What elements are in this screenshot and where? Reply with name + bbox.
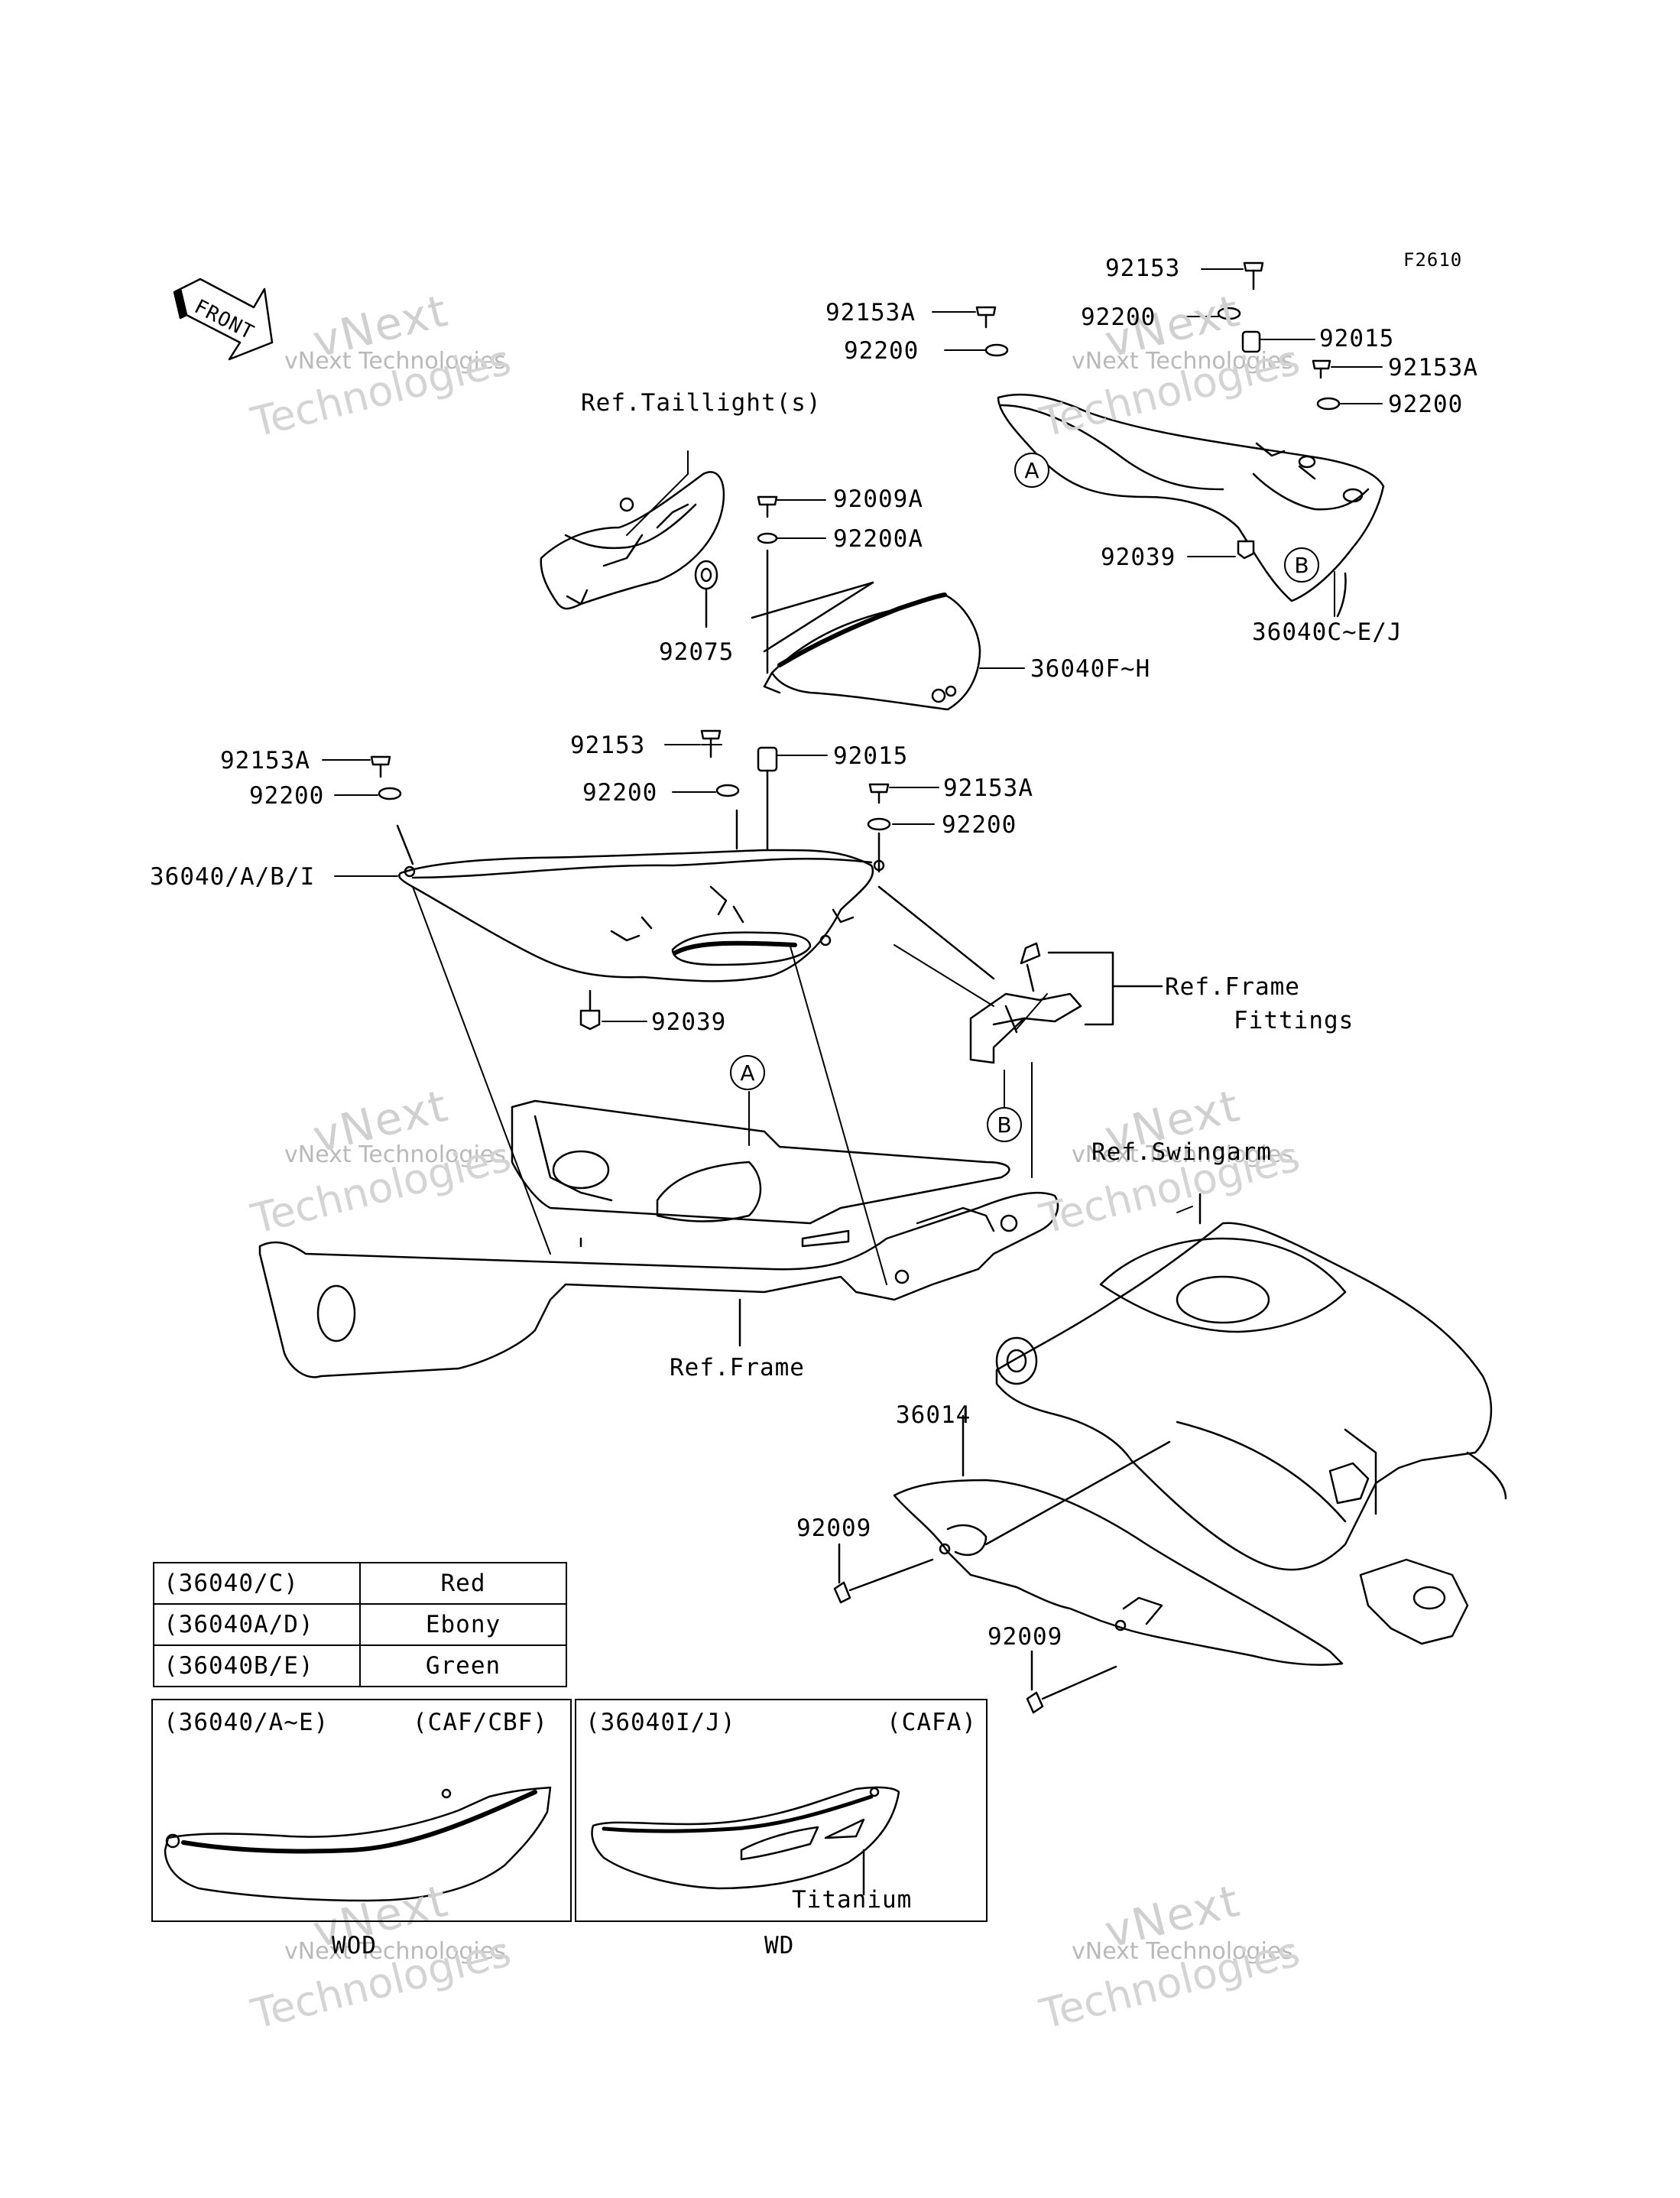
part-label: 92200 bbox=[1388, 391, 1464, 418]
part-label: 36040F~H bbox=[1030, 655, 1151, 683]
part-label: 92015 bbox=[833, 742, 909, 770]
callout-a: A bbox=[730, 1055, 765, 1090]
part-label: 92153A bbox=[220, 747, 310, 774]
part-label: 92200 bbox=[249, 782, 325, 810]
variant-cover-a bbox=[164, 1786, 552, 1902]
frame-fittings-part bbox=[969, 942, 1163, 1064]
part-label: 92153 bbox=[1105, 255, 1181, 282]
ref-label: Ref.Frame bbox=[1165, 973, 1300, 1001]
part-label: 36040/A/B/I bbox=[150, 863, 316, 891]
watermark-text: vNext Technologies bbox=[1072, 348, 1293, 375]
color-table: (36040/C) Red (36040A/D) Ebony (36040B/E… bbox=[153, 1562, 567, 1687]
table-row: (36040/C) Red bbox=[153, 1562, 567, 1605]
figure-code: F2610 bbox=[1403, 249, 1463, 271]
watermark-text: vNext Technologies bbox=[1072, 1938, 1293, 1965]
part-label: 92200A bbox=[833, 525, 923, 553]
variant-model: (CAFA) bbox=[887, 1709, 977, 1736]
hardware-screws bbox=[370, 261, 1341, 1714]
table-row: (36040B/E) Green bbox=[153, 1644, 567, 1687]
part-label: 92200 bbox=[942, 811, 1017, 839]
rear-cowl-part bbox=[997, 393, 1385, 618]
watermark-text: vNext Technologies bbox=[1072, 1141, 1293, 1168]
variant-caption: WD bbox=[764, 1932, 795, 1959]
watermark-text: vNext Technologies bbox=[284, 348, 506, 375]
part-label: 92200 bbox=[1081, 304, 1156, 331]
watermark-text: vNext Technologies bbox=[284, 1938, 506, 1965]
part-label: 36040C~E/J bbox=[1252, 618, 1403, 646]
part-label: 92009A bbox=[833, 485, 923, 513]
side-cover-part bbox=[398, 849, 885, 982]
color-code-cell: (36040/C) bbox=[153, 1562, 361, 1605]
ref-label: Fittings bbox=[1234, 1007, 1354, 1034]
part-label: 92153A bbox=[825, 299, 916, 326]
color-name-cell: Green bbox=[359, 1644, 567, 1687]
variant-note: Titanium bbox=[792, 1886, 913, 1914]
color-name-cell: Red bbox=[359, 1562, 567, 1605]
part-label: 92039 bbox=[651, 1008, 727, 1036]
ref-label: Ref.Taillight(s) bbox=[581, 389, 822, 417]
part-label: 92009 bbox=[988, 1623, 1063, 1651]
part-label: 92015 bbox=[1319, 325, 1395, 352]
part-label: 92039 bbox=[1101, 544, 1176, 571]
part-label: 92200 bbox=[844, 337, 919, 365]
callout-b: B bbox=[987, 1107, 1022, 1142]
variant-box-a bbox=[151, 1699, 572, 1922]
color-code-cell: (36040B/E) bbox=[153, 1644, 361, 1687]
callout-a: A bbox=[1014, 453, 1049, 488]
part-label: 92075 bbox=[659, 638, 735, 666]
swingarm-part bbox=[995, 1193, 1507, 1645]
part-label: 92153 bbox=[570, 732, 646, 759]
front-arrow-icon bbox=[173, 278, 274, 361]
variant-code: (36040/A~E) bbox=[164, 1709, 329, 1736]
variant-model: (CAF/CBF) bbox=[413, 1709, 548, 1736]
watermark-text: vNext Technologies bbox=[284, 1141, 506, 1168]
callout-b: B bbox=[1284, 547, 1319, 583]
taillight-part bbox=[540, 471, 725, 610]
center-cover-part bbox=[751, 581, 981, 711]
variant-box-b bbox=[575, 1699, 988, 1922]
ref-label: Ref.Swingarm bbox=[1091, 1138, 1272, 1166]
variant-cover-b bbox=[591, 1786, 900, 1896]
table-row: (36040A/D) Ebony bbox=[153, 1603, 567, 1646]
color-name-cell: Ebony bbox=[359, 1603, 567, 1646]
part-label: 92153A bbox=[943, 774, 1033, 802]
chain-guard-part bbox=[893, 1414, 1344, 1666]
variant-caption: WOD bbox=[332, 1932, 377, 1959]
variant-code: (36040I/J) bbox=[585, 1709, 736, 1736]
part-label: 92200 bbox=[582, 779, 658, 807]
part-label: 36014 bbox=[896, 1401, 971, 1429]
grommet-92075 bbox=[694, 560, 718, 628]
part-label: 92153A bbox=[1388, 354, 1478, 381]
ref-label: Ref.Frame bbox=[670, 1354, 805, 1381]
part-label: 92009 bbox=[796, 1515, 872, 1542]
color-code-cell: (36040A/D) bbox=[153, 1603, 361, 1646]
